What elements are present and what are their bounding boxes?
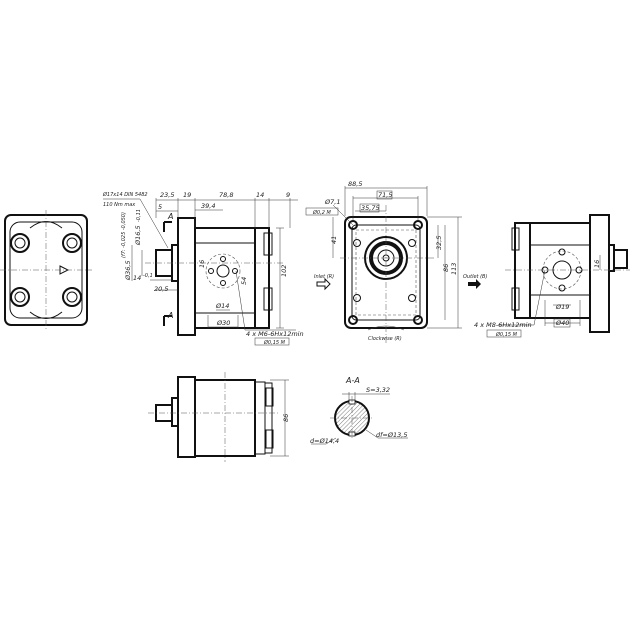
dim-54: 54 (240, 277, 248, 285)
dim-86: 86 (282, 414, 290, 422)
dim-16: 16 (593, 260, 601, 268)
dim-88-5: 88,5 (348, 180, 362, 188)
front-view: 88,5 71,5 Ø7,1 35,75 Ø0,2 M 41 32,5 86 1… (305, 180, 487, 345)
outlet-label: Outlet (B) (463, 274, 487, 280)
section-mark-bottom: A (167, 311, 173, 320)
dim-16: 16 (198, 260, 206, 268)
dim-19: 19 (183, 191, 191, 199)
dim-bolt-circle: Ø30 (216, 319, 230, 327)
spline-callout: Ø17x14 DIN 5482 (102, 191, 148, 198)
section-mark-top: A (167, 212, 173, 221)
rotation-label: Clockwise (R) (368, 336, 402, 342)
d-label: d=Ø14,4 (310, 437, 339, 445)
dim-pilot-tol: (f7: -0,025 -0,050) (121, 212, 127, 258)
dim-113: 113 (450, 263, 458, 275)
rear-view: 16 Ø19 Ø40 4 x M8-6Hx12min Ø0,15 M (474, 214, 630, 338)
tolerance-frame: Ø0,15 M (263, 339, 286, 346)
dim-shaft-tol: -0,11 (136, 209, 142, 222)
dim-pilot-dia: Ø36,5 (124, 260, 132, 281)
left-end-view (0, 210, 92, 330)
dim-78-8: 78,8 (219, 191, 233, 199)
s-label: S=3,32 (366, 386, 390, 394)
dim-41: 41 (330, 236, 338, 244)
dim-hole-dia: Ø7,1 (324, 198, 340, 206)
dim-bolt-circle: Ø40 (555, 319, 569, 327)
section-mark-lines (163, 221, 172, 326)
dim-9: 9 (286, 191, 290, 199)
dim-102: 102 (280, 265, 288, 277)
dim-86: 86 (442, 264, 450, 272)
tolerance-frame: Ø0,2 M (312, 209, 331, 216)
dim-71-5: 71,5 (378, 191, 392, 199)
dim-port-dia: Ø19 (555, 303, 569, 311)
mounting-holes (348, 220, 423, 325)
inlet-arrow-icon (316, 277, 331, 291)
df-label: df=Ø13,5 (376, 431, 407, 439)
dim-shaft-dia: Ø16,5 (134, 225, 142, 246)
dim-5: 5 (158, 203, 162, 211)
side-view: Ø17x14 DIN 5482 110 Nm max 23,5 19 78,8 … (102, 191, 304, 346)
dim-14-tol: -0,1 (143, 273, 153, 279)
dim-35-75: 35,75 (361, 204, 380, 212)
top-view: 86 (148, 372, 290, 462)
inlet-label: Inlet (R) (314, 274, 334, 280)
bolt-holes (10, 233, 82, 307)
section-a-a: A-A S=3,32 d=Ø14,4 df=Ø13,5 (310, 376, 408, 445)
section-title: A-A (345, 376, 360, 385)
thread-note: 4 x M6-6Hx12min (246, 330, 304, 338)
dim-port-dia: Ø14 (215, 302, 229, 310)
dim-23-5: 23,5 (160, 191, 174, 199)
thread-note: 4 x M8-6Hx12min (474, 321, 532, 329)
dim-20-5: 20,5 (154, 285, 168, 293)
dim-32-5: 32,5 (435, 236, 443, 250)
outlet-arrow-icon (468, 279, 481, 289)
tolerance-frame: Ø0,15 M (495, 331, 518, 338)
dim-39-4: 39,4 (201, 202, 215, 210)
torque-label: 110 Nm max (103, 202, 135, 208)
dim-14: 14 (256, 191, 264, 199)
dim-14-shaft: 14 (133, 274, 141, 282)
